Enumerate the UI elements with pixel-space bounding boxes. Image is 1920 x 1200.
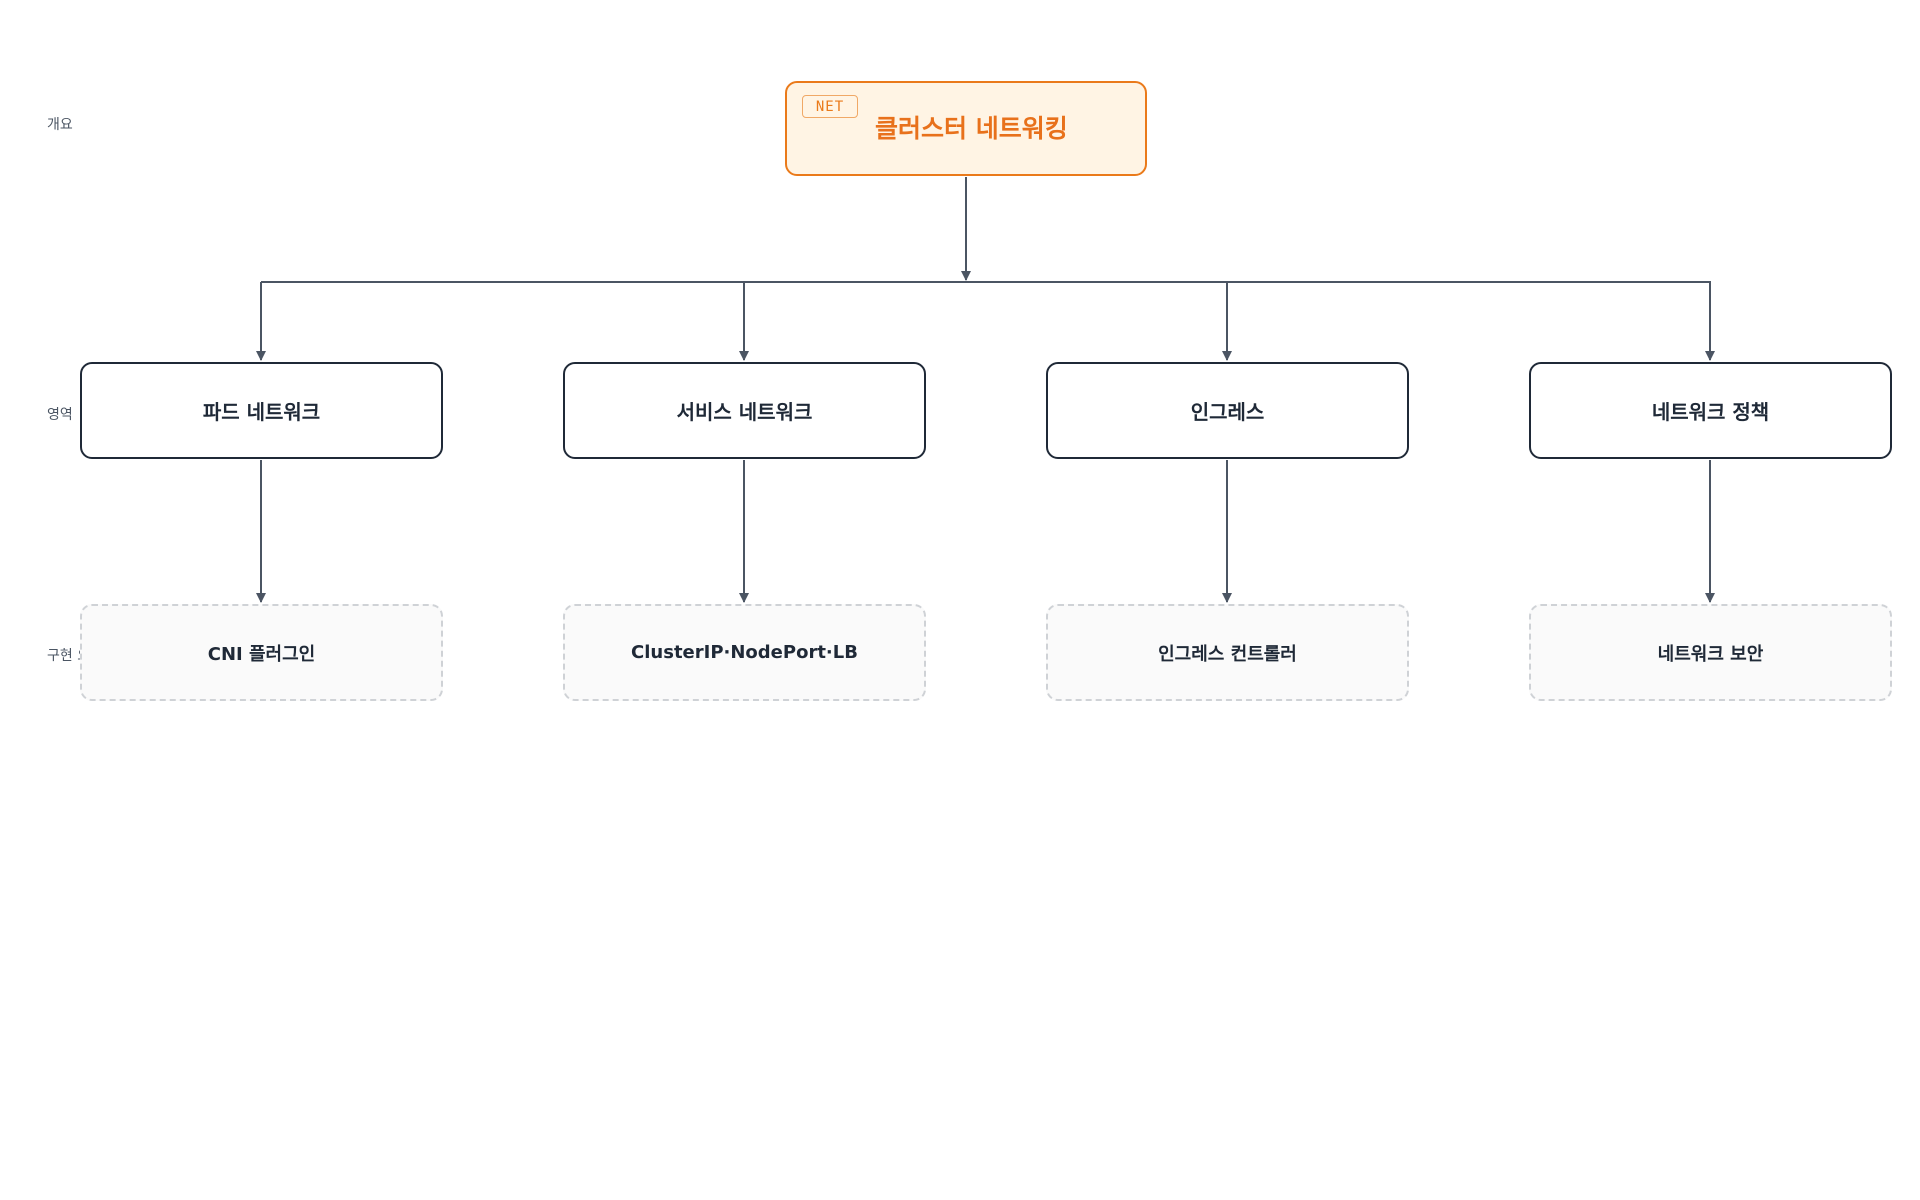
area-node-service-network[interactable]: 서비스 네트워크 [563,362,926,459]
area-node-network-policy[interactable]: 네트워크 정책 [1529,362,1892,459]
area-node-pod-network[interactable]: 파드 네트워크 [80,362,443,459]
root-node-cluster-networking[interactable]: NET 클러스터 네트워킹 [785,81,1147,176]
root-badge: NET [802,95,858,118]
area-node-ingress[interactable]: 인그레스 [1046,362,1409,459]
impl-node-ingress-controller[interactable]: 인그레스 컨트롤러 [1046,604,1409,701]
impl-node-network-security[interactable]: 네트워크 보안 [1529,604,1892,701]
row-label-overview: 개요 [47,117,73,133]
root-title: 클러스터 네트워킹 [875,114,1068,143]
impl-node-cni-plugin[interactable]: CNI 플러그인 [80,604,443,701]
row-label-area: 영역 [47,407,73,423]
impl-node-clusterip-nodeport-lb[interactable]: ClusterIP·NodePort·LB [563,604,926,701]
